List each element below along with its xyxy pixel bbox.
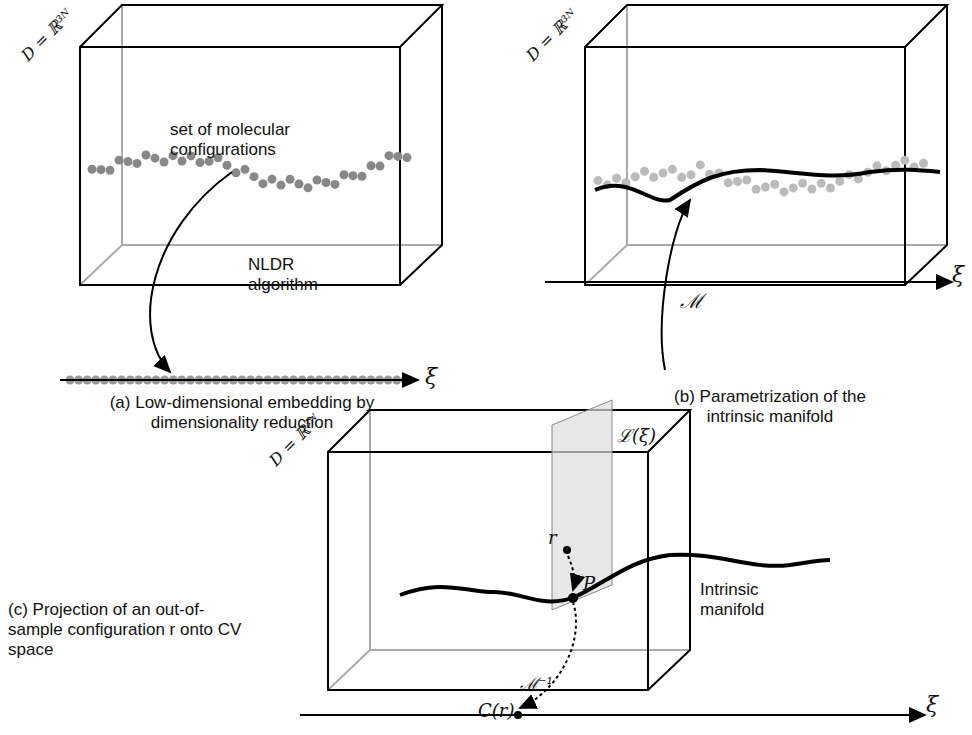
label: (c) Projection of an out-of-sample confi… <box>8 600 248 660</box>
label: (b) Parametrization of the intrinsic man… <box>655 387 885 427</box>
label: set of molecular configurations <box>170 120 320 160</box>
label: NLDR algorithm <box>248 255 338 295</box>
label: ℒ(ξ) <box>617 425 656 446</box>
label: ℳ⁻¹ <box>520 675 553 693</box>
label: D = ℝ³ᴺ <box>523 6 582 65</box>
label: P <box>583 573 595 594</box>
label: C(r) <box>478 700 514 721</box>
label: ℳ <box>680 290 703 313</box>
label: r <box>548 527 557 548</box>
label: ξ <box>952 262 964 287</box>
label: D = ℝ³ᴺ <box>18 6 77 65</box>
label: ξ <box>926 692 938 717</box>
label: (a) Low-dimensional embedding by dimensi… <box>92 393 392 433</box>
label: Intrinsic manifold <box>700 580 790 620</box>
label: ξ <box>425 364 437 389</box>
